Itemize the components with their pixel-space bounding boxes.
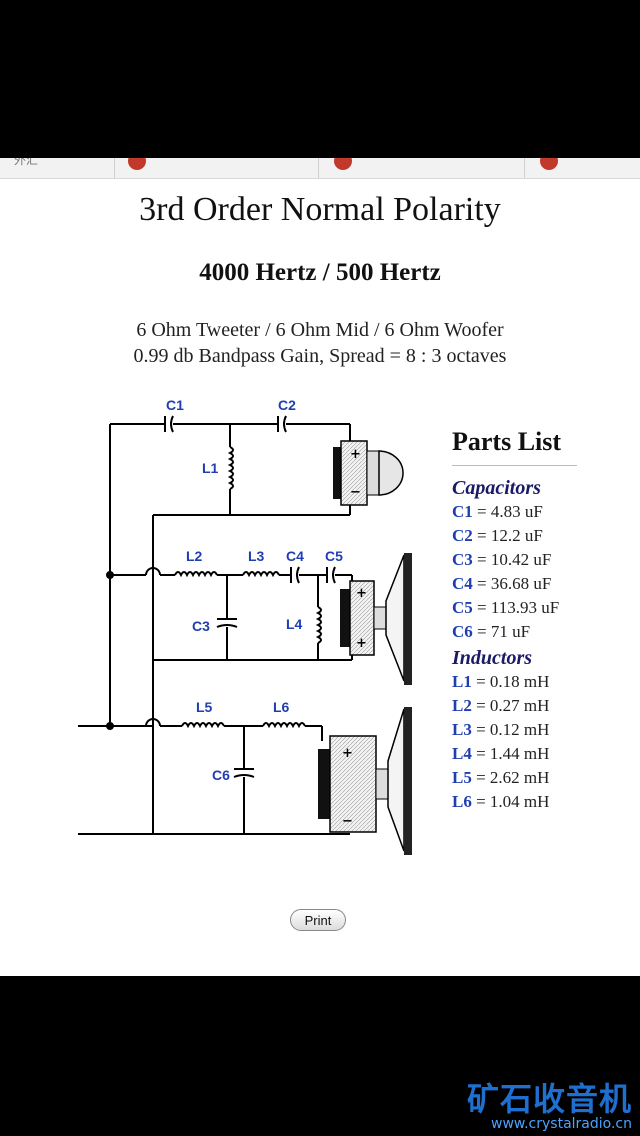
tweeter-driver-icon (333, 440, 404, 506)
page-title: 3rd Order Normal Polarity (139, 191, 501, 228)
inductors-heading: Inductors (452, 647, 533, 669)
label-l2: L2 (186, 548, 203, 564)
web-page-content: 3rd Order Normal Polarity 4000 Hertz / 5… (0, 179, 640, 976)
inductor-row: L4 = 1.44 mH (452, 744, 550, 763)
tab-separator (524, 158, 525, 178)
label-l1: L1 (202, 460, 219, 476)
tab-favicon-icon[interactable] (128, 158, 146, 170)
tab-separator (114, 158, 115, 178)
label-c2: C2 (278, 397, 296, 413)
capacitors-heading: Capacitors (452, 477, 541, 499)
capacitor-row: C3 = 10.42 uF (452, 550, 552, 569)
bottom-black-bar (0, 976, 640, 1136)
tweeter-plus-mark: + (350, 447, 361, 462)
tab-favicon-icon[interactable] (540, 158, 558, 170)
label-l5: L5 (196, 699, 213, 715)
capacitor-row: C2 = 12.2 uF (452, 526, 543, 545)
gain-description: 0.99 db Bandpass Gain, Spread = 8 : 3 oc… (133, 345, 507, 367)
crossover-schematic: + − + + + − C1 C2 L1 L2 L3 C4 C5 C3 L4 L… (78, 397, 412, 855)
capacitor-row: C6 = 71 uF (452, 622, 531, 641)
tab-favicon-icon[interactable] (334, 158, 352, 170)
watermark-url: www.crystalradio.cn (491, 1116, 632, 1132)
inductor-row: L6 = 1.04 mH (452, 792, 550, 811)
label-c5: C5 (325, 548, 343, 564)
inductor-row: L3 = 0.12 mH (452, 720, 550, 739)
inductor-row: L5 = 2.62 mH (452, 768, 550, 787)
label-c3: C3 (192, 618, 210, 634)
label-l6: L6 (273, 699, 290, 715)
capacitor-row: C1 = 4.83 uF (452, 502, 543, 521)
woofer-driver-icon (318, 707, 412, 855)
label-c6: C6 (212, 767, 230, 783)
tweeter-minus-mark: − (350, 485, 361, 500)
tab-separator (318, 158, 319, 178)
woofer-plus-mark: + (342, 746, 353, 761)
mid-plus-mark: + (356, 586, 367, 601)
browser-tab-strip: 外汇 (0, 158, 640, 179)
woofer-minus-mark: − (342, 814, 353, 829)
page-subtitle: 4000 Hertz / 500 Hertz (199, 259, 441, 286)
label-c1: C1 (166, 397, 184, 413)
watermark-logo-text: 矿石收音机 (466, 1080, 632, 1118)
print-button[interactable]: Print (290, 909, 346, 931)
top-black-bar (0, 0, 640, 158)
capacitor-row: C4 = 36.68 uF (452, 574, 552, 593)
site-watermark: 矿石收音机 www.crystalradio.cn (467, 1074, 632, 1132)
tab-title[interactable]: 外汇 (14, 158, 39, 167)
parts-list: Parts List Capacitors C1 = 4.83 uF C2 = … (452, 427, 577, 814)
midrange-driver-icon (340, 553, 412, 685)
label-l4: L4 (286, 616, 303, 632)
inductor-row: L2 = 0.27 mH (452, 696, 550, 715)
parts-list-title: Parts List (452, 427, 577, 466)
label-l3: L3 (248, 548, 265, 564)
driver-description: 6 Ohm Tweeter / 6 Ohm Mid / 6 Ohm Woofer (136, 319, 504, 341)
inductor-row: L1 = 0.18 mH (452, 672, 550, 691)
mid-plus-mark: + (356, 636, 367, 651)
label-c4: C4 (286, 548, 304, 564)
capacitor-row: C5 = 113.93 uF (452, 598, 560, 617)
